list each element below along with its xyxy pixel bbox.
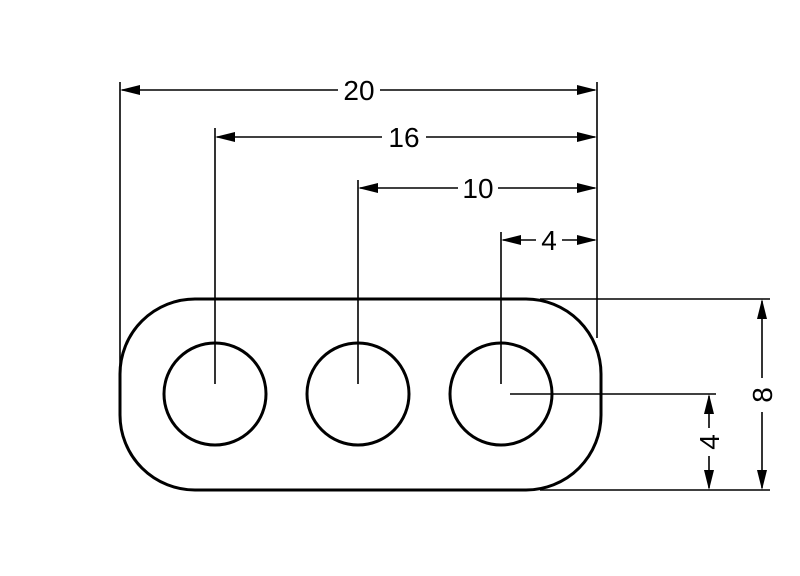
dimension-hole-height: 4	[694, 394, 725, 490]
arrowhead	[577, 132, 597, 142]
arrowhead	[757, 470, 767, 490]
dimension-label: 8	[747, 387, 778, 403]
dimension-hole-2-offset: 10	[358, 173, 597, 204]
arrowhead	[120, 85, 140, 95]
dimension-label: 16	[388, 122, 419, 153]
arrowhead	[757, 299, 767, 319]
arrowhead	[704, 470, 714, 490]
dimension-overall-height: 8	[747, 299, 778, 490]
dimension-hole-3-offset: 4	[501, 225, 597, 256]
dimension-label: 10	[462, 173, 493, 204]
arrowhead	[577, 235, 597, 245]
arrowhead	[704, 394, 714, 414]
dimension-label: 4	[541, 225, 557, 256]
dimension-overall-length: 20	[120, 75, 597, 106]
arrowhead	[577, 183, 597, 193]
dimension-label: 20	[343, 75, 374, 106]
arrowhead	[358, 183, 378, 193]
arrowhead	[501, 235, 521, 245]
arrowhead	[215, 132, 235, 142]
dimension-hole-1-offset: 16	[215, 122, 597, 153]
dimension-label: 4	[694, 434, 725, 450]
arrowhead	[577, 85, 597, 95]
